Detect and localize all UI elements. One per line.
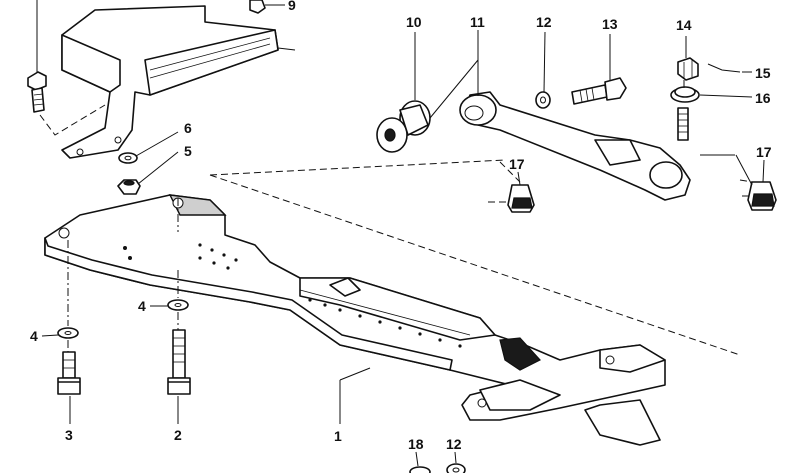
callout-12-bottom: 12 — [446, 436, 462, 452]
cotter-pin-15 — [707, 63, 741, 73]
bolt-13 — [571, 77, 627, 105]
engine-mount-bracket — [61, 5, 296, 159]
washer-6 — [118, 152, 138, 164]
callout-4-left: 4 — [30, 328, 38, 344]
callout-5: 5 — [184, 143, 192, 159]
callout-15: 15 — [755, 65, 771, 81]
front-axle-subframe — [44, 194, 666, 446]
callout-4-right: 4 — [138, 298, 146, 314]
washer-4-right — [167, 299, 189, 311]
callout-13: 13 — [602, 16, 618, 32]
ball-joint-stud — [677, 107, 689, 141]
ring-18 — [409, 466, 431, 473]
callout-17-right: 17 — [756, 144, 772, 160]
bushing-10 — [376, 100, 431, 153]
bolt-3 — [57, 351, 81, 395]
nut-5 — [117, 179, 141, 195]
castle-nut-14 — [677, 57, 699, 81]
rubber-stop-17-left — [507, 184, 535, 213]
callout-18: 18 — [408, 436, 424, 452]
callout-1: 1 — [334, 428, 342, 444]
callout-6: 6 — [184, 120, 192, 136]
bolt-2 — [167, 329, 191, 395]
callout-12-top: 12 — [536, 14, 552, 30]
washer-4-left — [57, 327, 79, 339]
callout-17-left: 17 — [509, 156, 525, 172]
washer-12-bottom — [446, 463, 466, 473]
callout-16: 16 — [755, 90, 771, 106]
callout-3: 3 — [65, 427, 73, 443]
callout-14: 14 — [676, 17, 692, 33]
bracket-bolt — [27, 71, 47, 113]
callout-numbers: 1 2 3 4 4 5 6 9 10 11 12 12 13 14 15 16 … — [30, 0, 772, 452]
rubber-stop-17-right — [747, 181, 777, 211]
leader-lines — [41, 30, 765, 467]
control-arm — [459, 91, 691, 201]
washer-16 — [670, 86, 700, 103]
washer-12-top — [535, 91, 551, 109]
callout-11: 11 — [470, 14, 485, 30]
callout-9: 9 — [288, 0, 296, 13]
callout-10: 10 — [406, 14, 422, 30]
nut-9 — [249, 0, 266, 14]
callout-2: 2 — [174, 427, 182, 443]
